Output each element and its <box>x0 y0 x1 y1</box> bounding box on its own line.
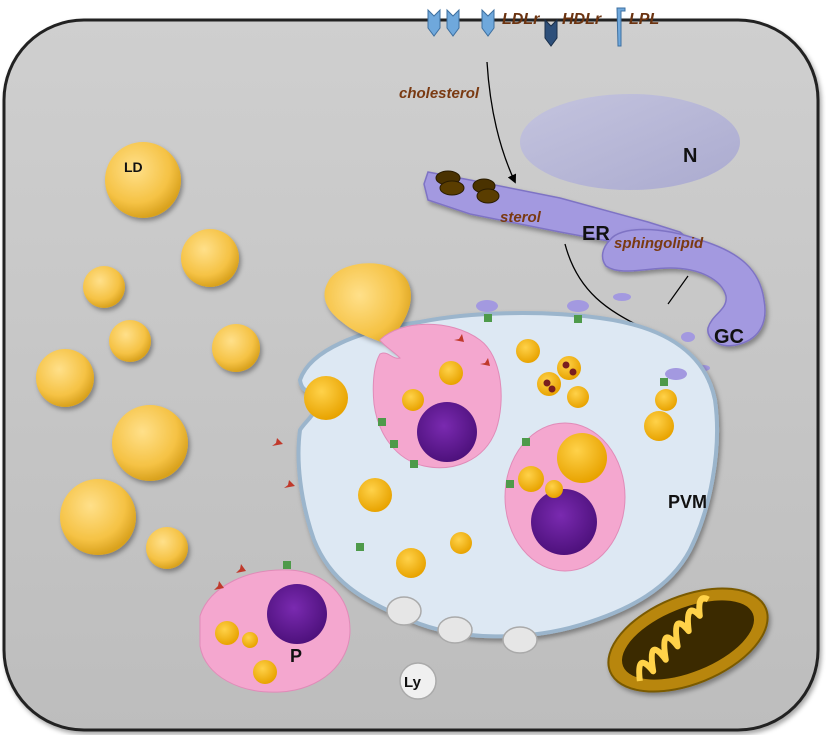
lipid-droplet <box>212 324 260 372</box>
lipid-droplet-label: LD <box>124 159 143 175</box>
ldl-receptor-icon <box>446 8 460 37</box>
vacuole-lipid <box>567 386 589 408</box>
vacuole-lipid <box>304 376 348 420</box>
hdlr-label: HDLr <box>562 11 602 28</box>
er-label: ER <box>582 223 610 245</box>
golgi-vesicle <box>681 332 695 342</box>
parasite-label: P <box>290 646 302 666</box>
golgi-vesicle <box>613 293 631 301</box>
lysosome-label: Ly <box>404 674 422 691</box>
mitochondrion <box>607 587 769 693</box>
lpl-icon <box>616 7 626 47</box>
sterol-label: sterol <box>500 209 542 226</box>
parasite-lipid <box>545 480 563 498</box>
parasite-lipid <box>253 660 277 684</box>
sterol-lipid-complex <box>537 356 581 396</box>
receptors: LDLr HDLr LPL <box>427 7 659 47</box>
pvm-vesicles <box>476 300 687 380</box>
red-arrowheads <box>214 334 490 590</box>
sterol-granule <box>439 180 465 196</box>
parasite-lipid <box>402 389 424 411</box>
lipid-droplet <box>181 229 239 287</box>
parasite-nucleus <box>267 584 327 644</box>
lipid-droplet <box>105 142 181 218</box>
cholesterol-arrow <box>486 61 517 184</box>
lysosomes <box>386 596 538 700</box>
sterol-granule <box>476 188 500 204</box>
vacuole-lipid <box>396 548 426 578</box>
parasite-nucleus <box>531 489 597 555</box>
lpl-label: LPL <box>629 11 659 28</box>
golgi-complex <box>601 228 766 347</box>
ldl-receptor-icon <box>427 8 441 37</box>
engulfed-lipid-droplet <box>324 263 412 355</box>
lipid-droplet <box>146 527 188 569</box>
host-nucleus-label: N <box>683 145 697 167</box>
parasite-lipid <box>242 632 258 648</box>
lipid-droplet <box>36 349 94 407</box>
parasite-nucleus <box>417 402 477 462</box>
lipid-droplet <box>109 320 151 362</box>
lipid-droplet <box>83 266 125 308</box>
lipid-droplet <box>60 479 136 555</box>
lysosome <box>437 616 473 644</box>
vacuole-lipid <box>450 532 472 554</box>
vacuole-lipid <box>644 411 674 441</box>
lipid-droplet <box>112 405 188 481</box>
cholesterol-label: cholesterol <box>399 85 480 102</box>
parasite-lipid <box>518 466 544 492</box>
parasite-lipid <box>439 361 463 385</box>
sphingolipid-line <box>667 275 689 305</box>
sphingolipid-label: sphingolipid <box>614 235 704 252</box>
pvm-label: PVM <box>668 492 707 512</box>
hdl-receptor-icon <box>544 18 558 47</box>
parasite-lipid <box>557 433 607 483</box>
membrane-markers <box>283 314 668 569</box>
parasite-lipid <box>215 621 239 645</box>
ldlr-label: LDLr <box>502 11 540 28</box>
host-nucleus <box>520 94 740 190</box>
lysosome <box>502 626 538 654</box>
lysosome <box>386 596 422 626</box>
lipid-droplets <box>36 142 260 569</box>
vacuole-lipid <box>516 339 540 363</box>
vacuole-lipid <box>655 389 677 411</box>
vacuole-lipid <box>358 478 392 512</box>
lysosome <box>399 662 437 700</box>
golgi-label: GC <box>714 326 744 348</box>
ldl-receptor-icon <box>481 8 495 37</box>
